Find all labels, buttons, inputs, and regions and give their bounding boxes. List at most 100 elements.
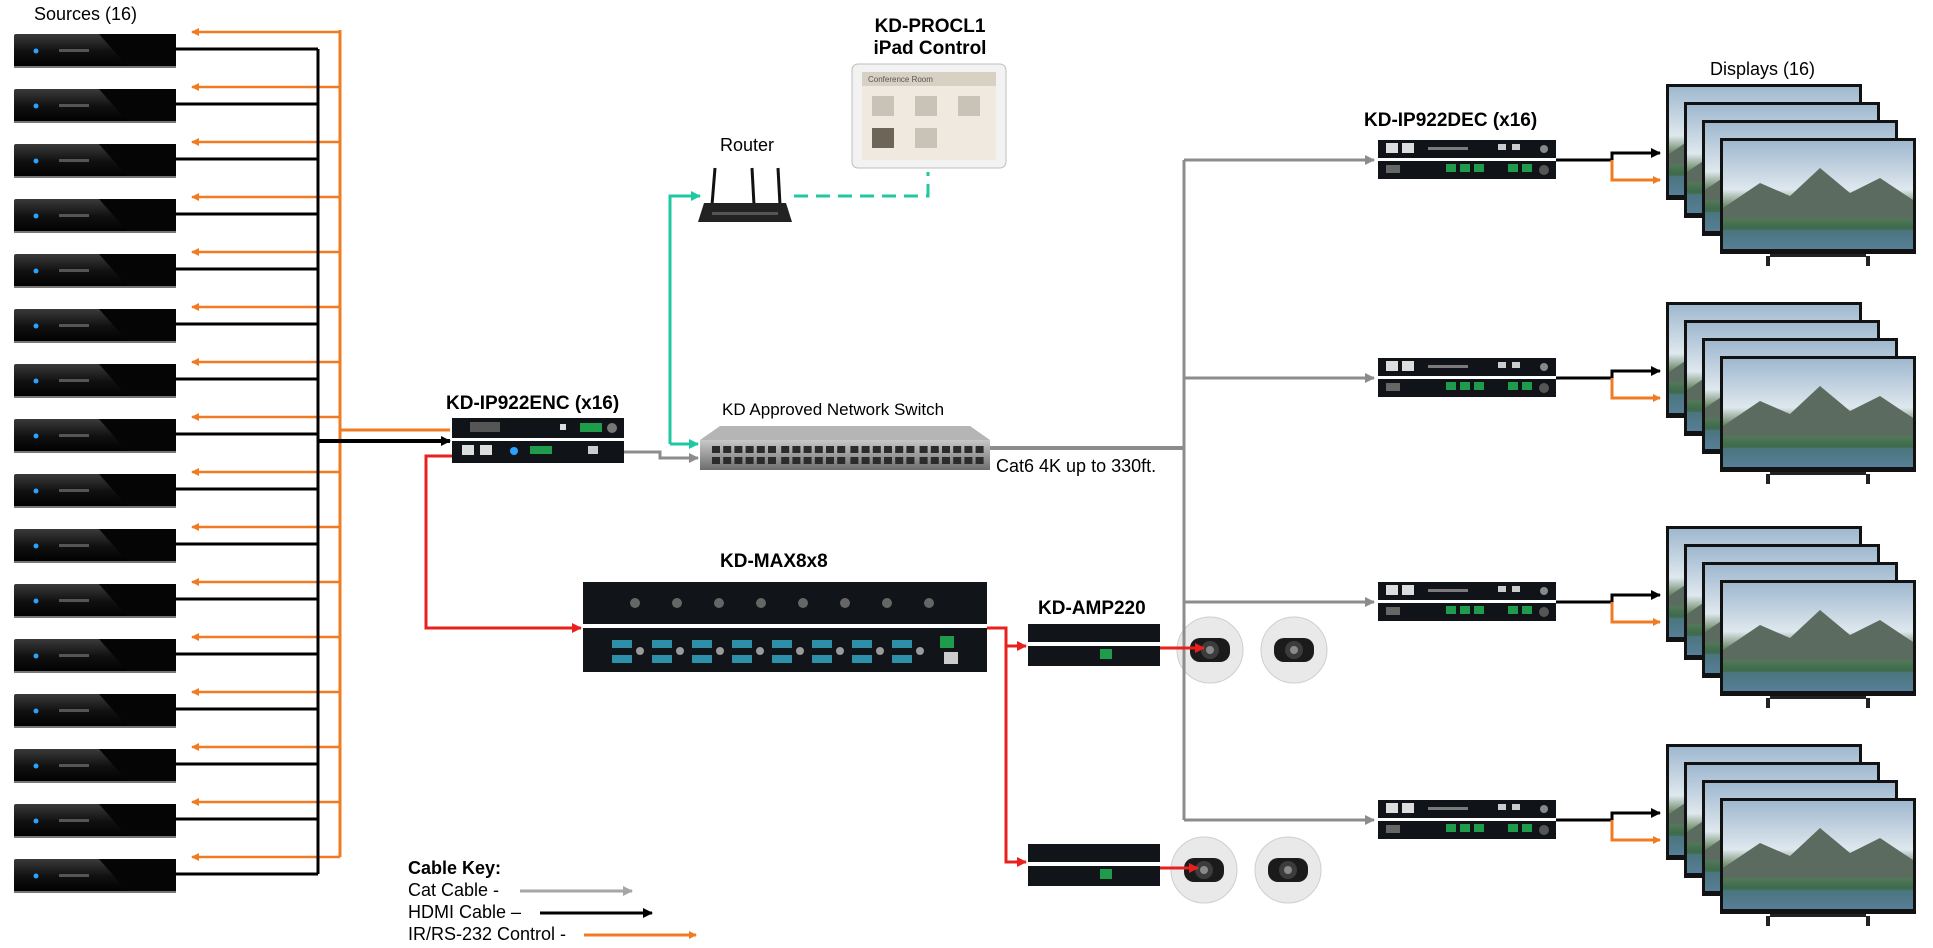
decoder-device [1378,140,1556,179]
display-stand [1766,474,1770,484]
matrix-knob [672,598,682,608]
control-cable [1610,160,1661,184]
display-stand [1866,474,1870,484]
amp-device-2 [1028,844,1160,886]
hdmi-cable [1610,808,1661,820]
encoder-device [452,418,624,463]
switch-port [756,446,765,453]
source-device [14,309,176,343]
amp-label: KD-AMP220 [1038,598,1146,619]
source-device [14,749,176,783]
switch-port [734,446,743,453]
cable-key-title: Cable Key: [408,858,501,878]
display-stand [1866,256,1870,266]
cat6-label: Cat6 4K up to 330ft. [996,456,1156,476]
display-stand [1770,914,1866,917]
source-cables [176,28,451,876]
procl-desc-label: iPad Control [874,38,987,59]
source-device [14,529,176,563]
switch-port [792,457,801,464]
matrix-port [612,655,632,663]
switch-port [975,446,984,453]
matrix-port [716,647,724,655]
switch-port [906,446,915,453]
hdmi-cable [1610,366,1661,378]
switch-port [906,457,915,464]
source-device [14,694,176,728]
matrix-label: KD-MAX8x8 [720,551,828,572]
ipad-screen-title: Conference Room [868,75,933,84]
display-stand [1866,698,1870,708]
switch-port [895,446,904,453]
matrix-port [652,655,672,663]
switch-port [712,446,720,453]
decoders-group [1378,140,1661,844]
matrix-knob [840,598,850,608]
matrix-port [892,640,912,648]
hdmi-cable [1610,148,1661,160]
matrix-port [812,655,832,663]
switch-port [919,457,928,464]
source-device [14,364,176,398]
source-device [14,419,176,453]
switch-port [930,457,939,464]
decoder-device [1378,582,1556,621]
matrix-port [852,655,872,663]
matrix-knob [798,598,808,608]
matrix-port [852,640,872,648]
display-screen [1720,138,1916,254]
router-device [698,167,792,222]
switch-port [837,457,846,464]
source-device [14,804,176,838]
switch-port [803,446,812,453]
matrix-port [612,640,632,648]
switch-port [930,446,939,453]
display-stand [1766,256,1770,266]
matrix-port [892,655,912,663]
connection-lines [424,155,1375,873]
switch-port [872,446,881,453]
matrix-knob [714,598,724,608]
matrix-port [676,647,684,655]
cable-key-hdmi-label: HDMI Cable – [408,902,521,922]
cable-key: Cable Key: Cat Cable - HDMI Cable – IR/R… [408,858,697,944]
switch-port [861,446,870,453]
router-label: Router [720,135,774,155]
switch-port [942,457,950,464]
sources-group [14,34,176,893]
speaker-icon [1170,836,1238,904]
switch-port [861,457,870,464]
source-device [14,254,176,288]
display-stand [1766,916,1770,926]
switch-port [768,457,776,464]
display-screen [1720,356,1916,472]
decoder-label: KD-IP922DEC (x16) [1364,110,1537,131]
displays-label: Displays (16) [1710,59,1815,79]
switch-port [895,457,904,464]
switch-port [781,457,790,464]
display-stand [1770,696,1866,699]
switch-port [792,446,801,453]
procl-model-label: KD-PROCL1 [875,16,986,37]
displays-group [1666,84,1916,926]
matrix-port [796,647,804,655]
speaker-icon [1176,616,1244,684]
switch-port [850,446,859,453]
source-device [14,199,176,233]
decoder-device [1378,800,1556,839]
sources-label: Sources (16) [34,4,137,24]
switch-port [837,446,846,453]
switch-port [814,457,823,464]
switch-port [723,457,732,464]
display-screen [1720,580,1916,696]
switch-port [942,446,950,453]
switch-port [964,457,973,464]
matrix-port [732,640,752,648]
matrix-port [876,647,884,655]
decoder-device [1378,358,1556,397]
encoder-label: KD-IP922ENC (x16) [446,393,619,414]
matrix-knob [756,598,766,608]
switch-port [884,446,892,453]
amp-device-1 [1028,624,1160,666]
matrix-device [583,582,987,672]
